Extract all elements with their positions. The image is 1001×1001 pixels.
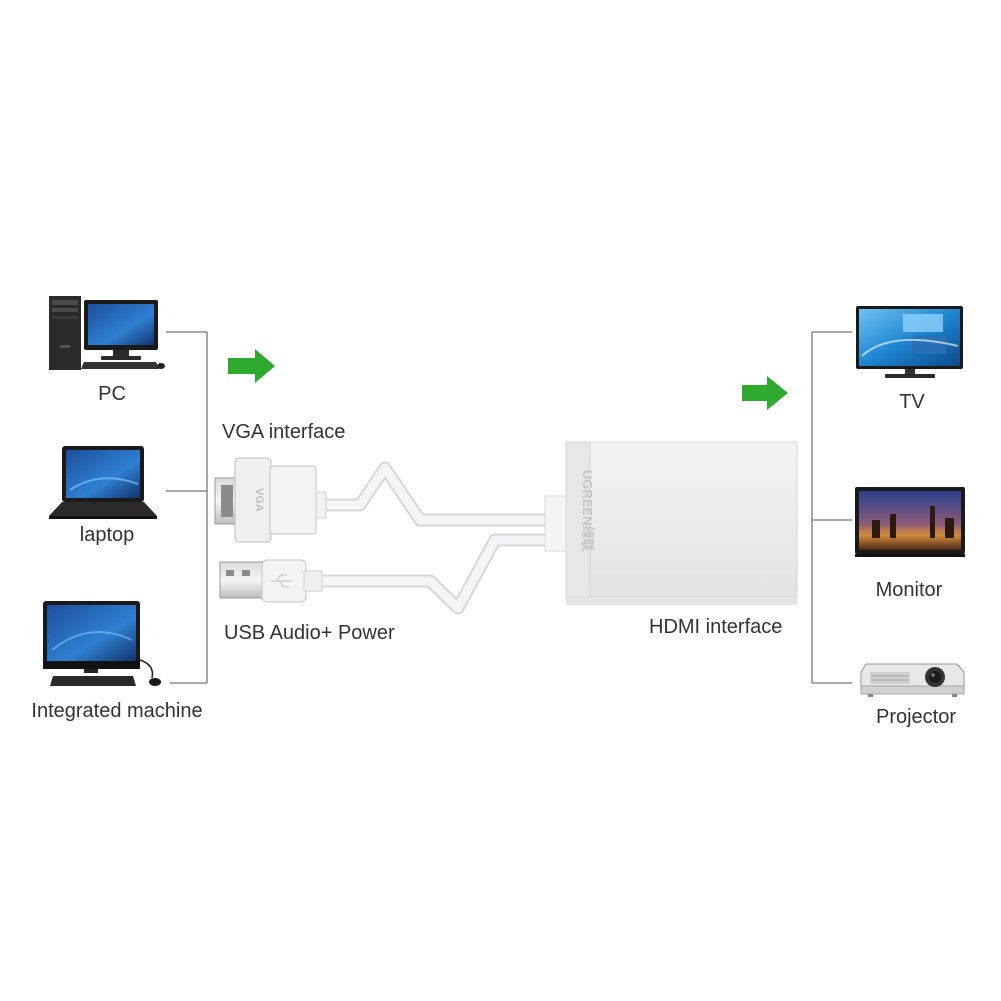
hdmi-interface-label: HDMI interface <box>649 616 783 638</box>
source-label-integrated-machine: Integrated machine <box>31 700 203 722</box>
laptop-icon <box>49 446 157 519</box>
usb-cable <box>320 533 545 615</box>
desktop-pc-icon <box>49 296 165 370</box>
source-bracket <box>166 331 208 684</box>
usb-a-connector <box>219 559 323 603</box>
vga-interface-label: VGA interface <box>222 421 346 443</box>
vga-connector <box>214 457 327 543</box>
tv-icon <box>856 306 963 378</box>
all-in-one-icon <box>43 601 161 686</box>
vga-cable <box>320 461 545 527</box>
arrow-right-icon <box>228 349 275 383</box>
destination-label-tv: TV <box>899 391 925 413</box>
monitor-icon <box>855 487 965 557</box>
destination-label-monitor: Monitor <box>875 579 943 601</box>
vga-plug-text: VGA <box>253 488 265 512</box>
destination-label-projector: Projector <box>875 706 957 728</box>
usb-audio-power-label: USB Audio+ Power <box>224 622 395 644</box>
usb-symbol-icon <box>271 574 292 588</box>
projector-icon <box>860 663 965 697</box>
brand-text: UGREEN绿联 <box>580 470 595 552</box>
destination-bracket <box>811 331 852 684</box>
arrow-right-icon <box>742 376 788 410</box>
source-label-pc: PC <box>98 383 126 405</box>
hdmi-adapter <box>544 441 798 605</box>
source-label-laptop: laptop <box>79 524 135 546</box>
